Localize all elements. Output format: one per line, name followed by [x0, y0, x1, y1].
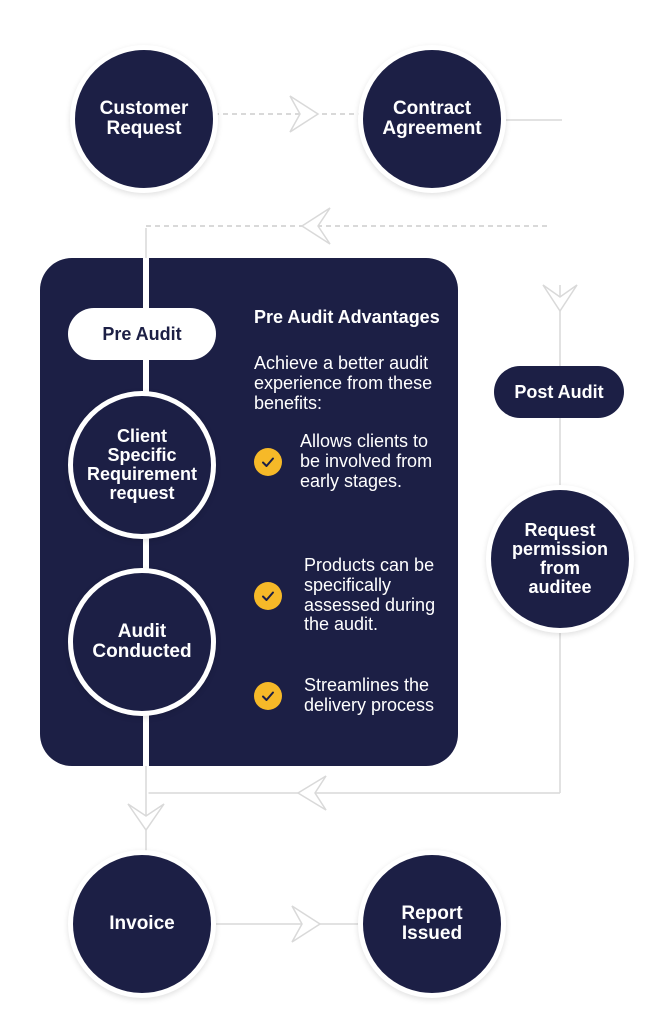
- pre-audit-pill: Pre Audit: [68, 308, 216, 360]
- arrow-icon: [542, 284, 578, 313]
- check-circle-icon: [254, 447, 282, 476]
- benefit-item: Streamlines the delivery process: [254, 675, 449, 716]
- contract-agreement-label: Contract Agreement: [382, 97, 482, 139]
- arrow-icon: [289, 95, 320, 133]
- arrow-icon: [300, 207, 331, 245]
- arrow-icon: [291, 905, 322, 943]
- client-specific-label: Client Specific Requirement request: [86, 425, 198, 504]
- benefit-item: Products can be specifically assessed du…: [254, 555, 449, 635]
- invoice-node: Invoice: [68, 850, 216, 998]
- advantages-subtitle: Achieve a better audit experience from t…: [254, 353, 433, 413]
- benefit-text: Allows clients to be involved from early…: [300, 431, 433, 491]
- check-circle-icon: [254, 681, 282, 710]
- audit-conducted-label: Audit Conducted: [92, 620, 192, 662]
- report-issued-label: Report Issued: [401, 902, 463, 944]
- arrow-icon: [127, 803, 165, 832]
- report-issued-node: Report Issued: [358, 850, 506, 998]
- request-permission-node: Request permission from auditee: [486, 485, 634, 633]
- invoice-label: Invoice: [109, 912, 175, 934]
- pre-audit-label: Pre Audit: [102, 323, 182, 344]
- post-audit-pill: Post Audit: [494, 366, 624, 418]
- customer-request-label: Customer Request: [99, 97, 189, 139]
- request-permission-label: Request permission from auditee: [511, 519, 609, 598]
- arrow-icon: [296, 775, 327, 811]
- contract-agreement-node: Contract Agreement: [358, 45, 506, 193]
- check-circle-icon: [254, 581, 282, 610]
- post-audit-label: Post Audit: [514, 381, 604, 402]
- benefit-text: Streamlines the delivery process: [304, 675, 435, 715]
- advantages-title: Pre Audit Advantages: [254, 307, 440, 327]
- benefit-text: Products can be specifically assessed du…: [304, 555, 436, 635]
- benefit-item: Allows clients to be involved from early…: [254, 431, 445, 491]
- client-specific-node: Client Specific Requirement request: [68, 391, 216, 539]
- customer-request-node: Customer Request: [70, 45, 218, 193]
- audit-conducted-node: Audit Conducted: [68, 568, 216, 716]
